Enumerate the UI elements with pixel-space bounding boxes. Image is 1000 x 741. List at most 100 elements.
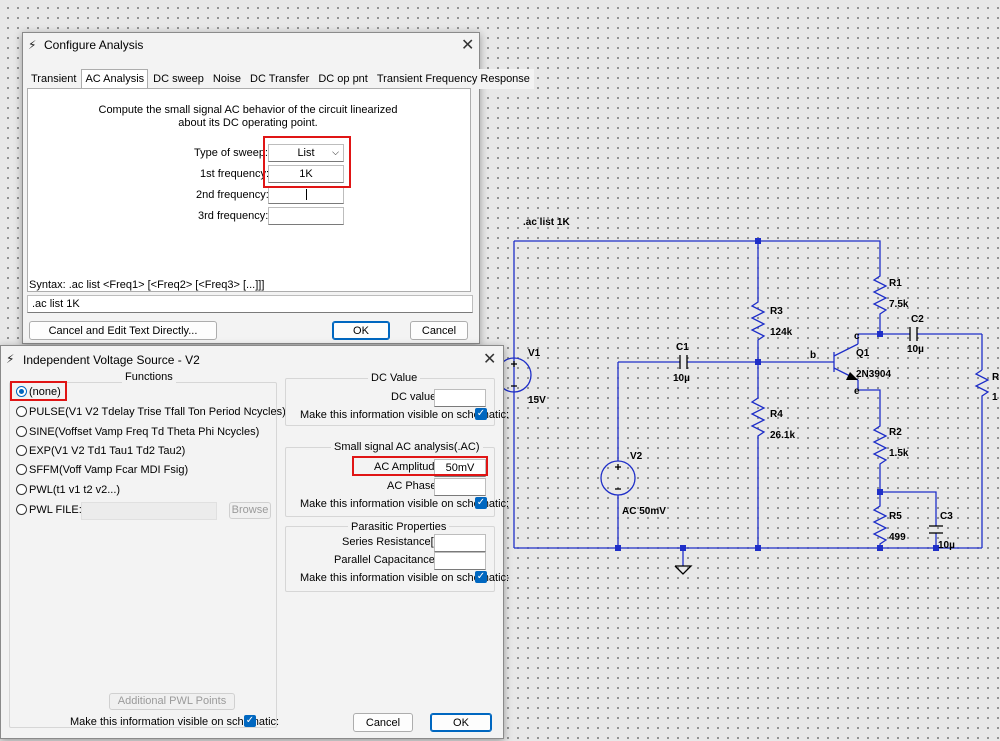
ac-phase-label: AC Phase: (387, 480, 440, 492)
v2-value: AC 50mV (622, 506, 666, 517)
ok-button[interactable]: OK (332, 321, 390, 340)
chevron-down-icon: ⌵ (332, 148, 339, 158)
r4-value: 26.1k (770, 430, 795, 441)
highlight-none-option (10, 381, 67, 401)
r1-label: R1 (889, 278, 902, 289)
pwl-file-input (81, 502, 217, 520)
highlight-sweep-frequency (263, 136, 351, 188)
tab-transient[interactable]: Transient (27, 69, 81, 89)
highlight-ac-amplitude (352, 456, 488, 476)
freq1-label: 1st frequency: (200, 168, 270, 180)
command-text: .ac list 1K (32, 298, 80, 310)
command-text-field[interactable]: .ac list 1K (27, 295, 473, 313)
series-resistance-input[interactable] (434, 534, 486, 552)
cancel-and-edit-button[interactable]: Cancel and Edit Text Directly... (29, 321, 217, 340)
q1-label: Q1 (856, 348, 870, 359)
tab-transient-frequency-response[interactable]: Transient Frequency Response (372, 69, 534, 89)
parallel-capacitance-input[interactable] (434, 552, 486, 570)
parasitic-properties-title: Parasitic Properties (348, 521, 450, 533)
close-icon[interactable]: ✕ (483, 349, 497, 368)
r1-value: 7.5k (889, 299, 909, 310)
configure-analysis-titlebar[interactable]: ⚡ Configure Analysis ✕ (23, 33, 479, 61)
ac-visible-checkbox[interactable]: ✓ (475, 497, 487, 509)
ltspice-app-icon: ⚡ (6, 352, 15, 366)
functions-visible-label: Make this information visible on schemat… (70, 716, 280, 728)
ac-description: Compute the small signal AC behavior of … (98, 104, 398, 129)
dialog-title: Independent Voltage Source - V2 (23, 353, 200, 367)
freq1-input[interactable]: 1K (268, 165, 344, 183)
radio-none-label: (none) (29, 386, 61, 398)
q1-pin-c: c (854, 331, 860, 342)
functions-title: Functions (122, 371, 176, 383)
tab-ac-analysis[interactable]: AC Analysis (81, 69, 149, 90)
r2-label: R2 (889, 427, 902, 438)
dialog-title: Configure Analysis (44, 38, 144, 52)
radio-none[interactable] (16, 386, 27, 397)
tab-noise[interactable]: Noise (208, 69, 246, 89)
radio-pulse[interactable] (16, 406, 27, 417)
radio-pwl-label: PWL(t1 v1 t2 v2...) (29, 484, 121, 496)
tab-dc-transfer[interactable]: DC Transfer (246, 69, 314, 89)
ac-amplitude-value: 50mV (445, 462, 475, 474)
parallel-capacitance-label: Parallel Capacitance[F]: (334, 554, 451, 566)
freq2-label: 2nd frequency: (196, 189, 269, 201)
radio-pwl[interactable] (16, 484, 27, 495)
v1-value: 15V (528, 395, 546, 406)
voltage-source-dialog: ⚡ Independent Voltage Source - V2 ✕ Func… (0, 345, 509, 739)
radio-sine-label: SINE(Voffset Vamp Freq Td Theta Phi Ncyc… (29, 426, 260, 438)
text-cursor (306, 189, 307, 200)
analysis-tabs: Transient AC Analysis DC sweep Noise DC … (27, 69, 535, 90)
dc-visible-label: Make this information visible on schemat… (300, 409, 510, 421)
small-signal-ac-title: Small signal AC analysis(.AC) (331, 441, 483, 453)
freq3-label: 3rd frequency: (198, 210, 269, 222)
radio-pulse-label: PULSE(V1 V2 Tdelay Trise Tfall Ton Perio… (29, 406, 286, 418)
dc-visible-checkbox[interactable]: ✓ (475, 408, 487, 420)
c1-value: 10µ (673, 373, 690, 384)
voltage-source-titlebar[interactable]: ⚡ Independent Voltage Source - V2 ✕ (1, 346, 503, 374)
ac-phase-input[interactable] (434, 478, 486, 496)
q1-value: 2N3904 (856, 369, 891, 380)
browse-button: Browse (229, 502, 271, 519)
freq1-value: 1K (299, 168, 313, 180)
c3-label: C3 (940, 511, 953, 522)
dc-value-title: DC Value (368, 372, 421, 384)
cancel-button[interactable]: Cancel (353, 713, 413, 732)
cancel-button[interactable]: Cancel (410, 321, 468, 340)
dc-value-label: DC value: (391, 391, 440, 403)
radio-sffm[interactable] (16, 464, 27, 475)
c3-value: 10µ (938, 540, 955, 551)
ac-visible-label: Make this information visible on schemat… (300, 498, 510, 510)
rl-label: R (992, 372, 1000, 383)
ac-amplitude-label: AC Amplitude: (374, 461, 444, 473)
series-resistance-label: Series Resistance[Ω]: (342, 536, 449, 548)
ltspice-app-icon: ⚡ (28, 38, 37, 52)
freq3-input[interactable] (268, 207, 344, 225)
ac-amplitude-input[interactable]: 50mV (434, 459, 486, 477)
additional-pwl-points-button: Additional PWL Points (109, 693, 235, 710)
ok-button[interactable]: OK (430, 713, 492, 732)
radio-sine[interactable] (16, 426, 27, 437)
type-of-sweep-select[interactable]: List ⌵ (268, 144, 344, 162)
r5-value: 499 (889, 532, 906, 543)
functions-visible-checkbox[interactable]: ✓ (244, 715, 256, 727)
v2-label: V2 (630, 451, 643, 462)
rl-value: 1 (992, 392, 998, 403)
type-of-sweep-value: List (297, 147, 315, 159)
r5-label: R5 (889, 511, 902, 522)
freq2-input[interactable] (268, 186, 344, 204)
radio-pwl-file[interactable] (16, 504, 27, 515)
r2-value: 1.5k (889, 448, 909, 459)
configure-analysis-dialog: ⚡ Configure Analysis ✕ Transient AC Anal… (22, 32, 534, 344)
syntax-text: Syntax: .ac list <Freq1> [<Freq2> [<Freq… (29, 279, 265, 291)
spice-directive[interactable]: .ac list 1K (523, 217, 570, 228)
r4-label: R4 (770, 409, 783, 420)
parasitic-visible-checkbox[interactable]: ✓ (475, 571, 487, 583)
c2-label: C2 (911, 314, 924, 325)
radio-pwl-file-label: PWL FILE: (29, 504, 82, 516)
tab-dc-op-pnt[interactable]: DC op pnt (314, 69, 372, 89)
close-icon[interactable]: ✕ (461, 35, 475, 54)
r3-value: 124k (770, 327, 793, 338)
dc-value-input[interactable] (434, 389, 486, 407)
radio-exp[interactable] (16, 445, 27, 456)
tab-dc-sweep[interactable]: DC sweep (149, 69, 208, 89)
